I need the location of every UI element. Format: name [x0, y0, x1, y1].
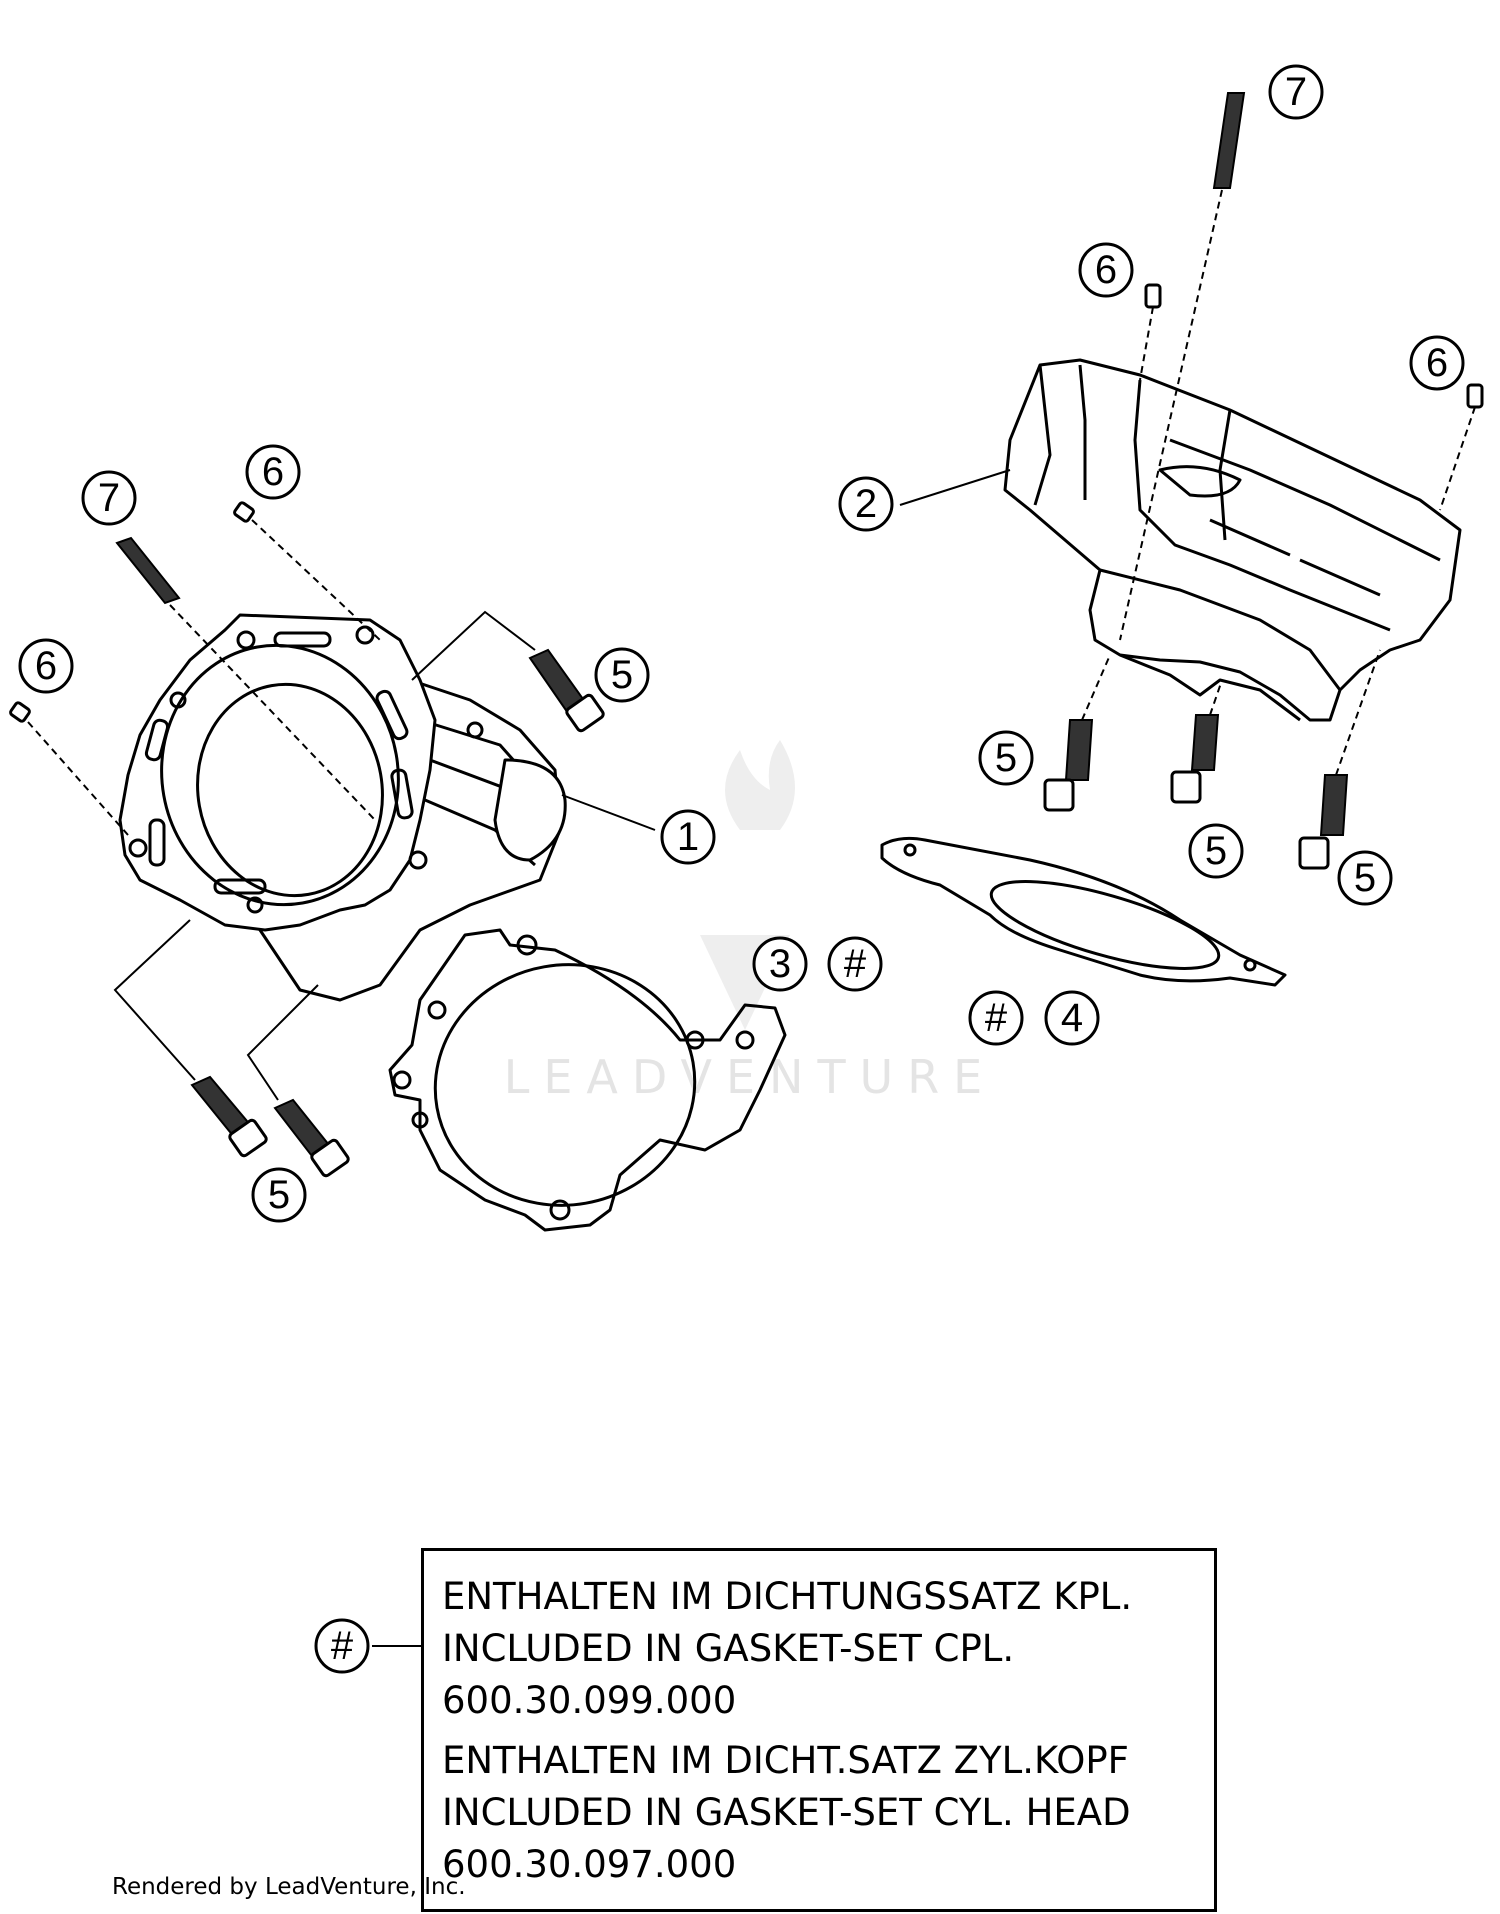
callout-6-far-right: 6 [1409, 335, 1465, 391]
svg-text:6: 6 [1426, 341, 1448, 385]
svg-text:5: 5 [611, 653, 633, 697]
legend-part-number-1: 600.30.099.000 [442, 1679, 737, 1722]
svg-text:6: 6 [35, 644, 57, 688]
legend-line-2: INCLUDED IN GASKET-SET CPL. [442, 1627, 1015, 1670]
legend-leader-line [372, 1645, 422, 1647]
callout-5-left-upper: 5 [594, 647, 650, 703]
right-fasteners [899, 92, 1484, 870]
svg-text:#: # [331, 1624, 354, 1668]
svg-text:7: 7 [98, 476, 120, 520]
leadventure-watermark: LEADVENTURE [504, 740, 997, 1104]
callout-2: 2 [838, 476, 894, 532]
svg-text:2: 2 [855, 482, 877, 526]
legend-line-1: ENTHALTEN IM DICHTUNGSSATZ KPL. [442, 1575, 1133, 1618]
legend-line-4: ENTHALTEN IM DICHT.SATZ ZYL.KOPF [442, 1739, 1129, 1782]
callout-6-left-top: 6 [245, 444, 301, 500]
cylinder-part-1 [118, 613, 567, 1002]
callout-3: 3 [752, 936, 808, 992]
callout-5-left-lower: 5 [251, 1167, 307, 1223]
svg-text:6: 6 [1095, 248, 1117, 292]
svg-text:6: 6 [262, 450, 284, 494]
callout-6-top-right: 6 [1078, 242, 1134, 298]
svg-text:4: 4 [1061, 996, 1083, 1040]
callout-5-right-b: 5 [1188, 823, 1244, 879]
callout-1: 1 [660, 809, 716, 865]
callout-6-left: 6 [18, 638, 74, 694]
callout-hash-3: # [827, 936, 883, 992]
svg-text:1: 1 [677, 815, 699, 859]
svg-text:3: 3 [769, 942, 791, 986]
callout-7-left: 7 [81, 470, 137, 526]
left-fasteners [9, 501, 656, 1178]
svg-text:7: 7 [1285, 70, 1307, 114]
svg-text:5: 5 [995, 736, 1017, 780]
callout-4: 4 [1044, 990, 1100, 1046]
svg-text:5: 5 [1205, 829, 1227, 873]
legend-part-number-2: 600.30.097.000 [442, 1843, 737, 1886]
cylinder-head-part-2 [1003, 358, 1462, 722]
legend-hash-marker: # [314, 1618, 370, 1674]
render-credit: Rendered by LeadVenture, Inc. [112, 1874, 466, 1900]
svg-text:5: 5 [1354, 856, 1376, 900]
callout-5-right-a: 5 [978, 730, 1034, 786]
svg-text:#: # [985, 996, 1008, 1040]
head-gasket-part-4 [880, 836, 1287, 987]
svg-text:5: 5 [268, 1173, 290, 1217]
callout-7-right: 7 [1268, 64, 1324, 120]
callout-5-right-c: 5 [1337, 850, 1393, 906]
base-gasket-part-3 [388, 928, 787, 1232]
watermark-text: LEADVENTURE [504, 1050, 997, 1104]
legend-line-5: INCLUDED IN GASKET-SET CYL. HEAD [442, 1791, 1131, 1834]
callout-hash-4: # [968, 990, 1024, 1046]
gasket-set-legend: ENTHALTEN IM DICHTUNGSSATZ KPL. INCLUDED… [421, 1548, 1217, 1912]
svg-text:#: # [844, 942, 867, 986]
